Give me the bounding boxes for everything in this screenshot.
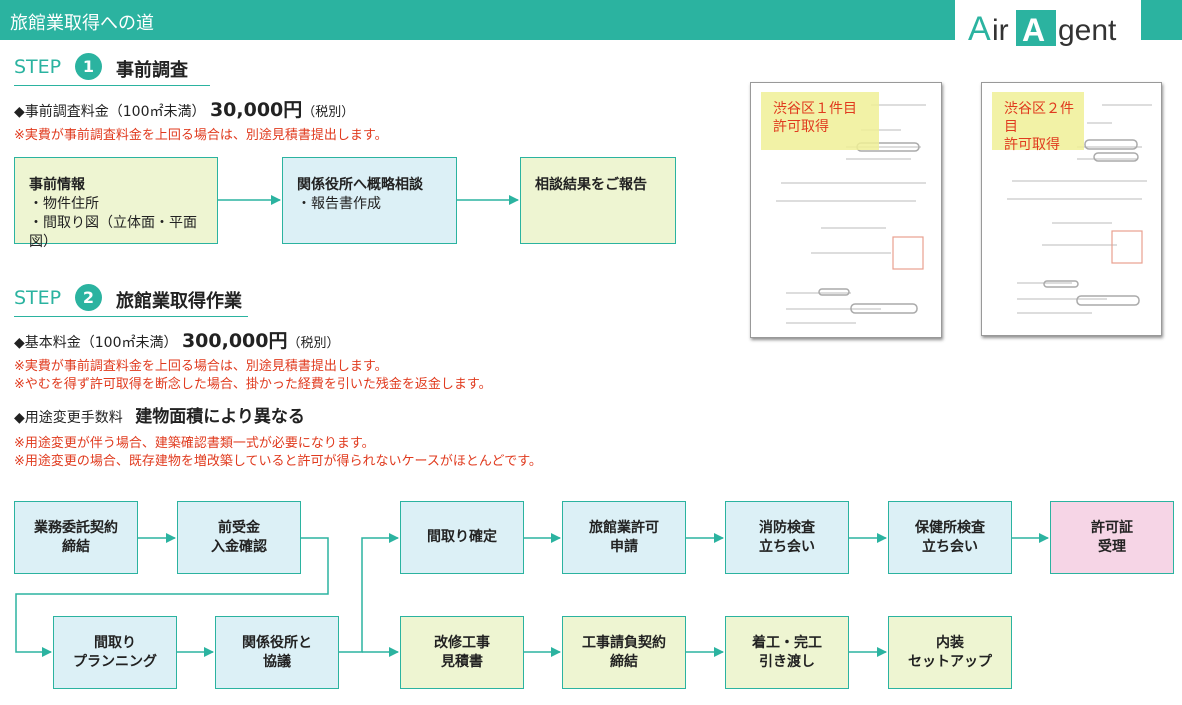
header-bar xyxy=(0,0,955,40)
step1-box-consult: 関係役所へ概略相談 ・報告書作成 xyxy=(282,157,457,244)
step2-change-prefix: ◆用途変更手数料 xyxy=(14,410,123,426)
step1-fee-amount: 30,000円 xyxy=(209,99,303,121)
flow-box-permit-application: 旅館業許可 申請 xyxy=(562,501,686,574)
step1-box-info-title: 事前情報 xyxy=(29,177,85,193)
flow-box-construction-contract: 工事請負契約 締結 xyxy=(562,616,686,689)
svg-text:A: A xyxy=(1022,12,1045,48)
flow-box-office-consultation: 関係役所と 協議 xyxy=(215,616,339,689)
step1-note: ※実費が事前調査料金を上回る場合は、別途見積書提出します。 xyxy=(14,128,388,143)
step2-fee-prefix: ◆基本料金（100㎡未満） xyxy=(14,335,178,351)
page-title: 旅館業取得への道 xyxy=(10,13,154,34)
permit-document-2-lines xyxy=(1007,104,1152,314)
step1-title: 事前調査 xyxy=(116,60,188,81)
step2-note3: ※用途変更が伴う場合、建築確認書類一式が必要になります。 xyxy=(14,436,375,451)
flow-box-floorplan-confirm: 間取り確定 xyxy=(400,501,524,574)
step2-title: 旅館業取得作業 xyxy=(116,291,242,312)
step1-box-info-lines: ・物件住所 ・間取り図（立体面・平面図） xyxy=(29,196,197,250)
step1-fee: ◆事前調査料金（100㎡未満） 30,000円（税別） xyxy=(14,95,354,122)
step1-box-report-title: 相談結果をご報告 xyxy=(535,177,647,193)
step2-number: 2 xyxy=(75,284,102,311)
flow-box-fire-inspection: 消防検査 立ち会い xyxy=(725,501,849,574)
step2-change-value: 建物面積により異なる xyxy=(135,407,305,427)
step1-label: STEP xyxy=(14,56,62,78)
svg-text:gent: gent xyxy=(1058,14,1117,47)
step1-box-consult-title: 関係役所へ概略相談 xyxy=(297,177,423,193)
svg-text:ir: ir xyxy=(992,14,1009,47)
flow-box-health-inspection: 保健所検査 立ち会い xyxy=(888,501,1012,574)
permit-document-1: 渋谷区１件目 許可取得 xyxy=(750,82,942,338)
step2-label: STEP xyxy=(14,287,62,309)
step1-number: 1 xyxy=(75,53,102,80)
flow-box-permit-received: 許可証 受理 xyxy=(1050,501,1174,574)
flow-box-deposit: 前受金 入金確認 xyxy=(177,501,301,574)
flow-box-renovation-estimate: 改修工事 見積書 xyxy=(400,616,524,689)
permit-document-1-label: 渋谷区１件目 許可取得 xyxy=(761,92,879,150)
step1-box-report: 相談結果をご報告 xyxy=(520,157,676,244)
permit-document-1-lines xyxy=(776,104,926,324)
step1-fee-prefix: ◆事前調査料金（100㎡未満） xyxy=(14,104,206,120)
air-agent-logo: A ir A gent xyxy=(968,10,1117,48)
step2-fee: ◆基本料金（100㎡未満） 300,000円（税別） xyxy=(14,326,340,353)
permit-document-2-label: 渋谷区２件目 許可取得 xyxy=(992,92,1084,153)
step2-underline xyxy=(14,316,248,317)
header-bar-right xyxy=(1141,0,1182,40)
step2-note1: ※実費が事前調査料金を上回る場合は、別途見積書提出します。 xyxy=(14,359,388,374)
flow-box-construction-handover: 着工・完工 引き渡し xyxy=(725,616,849,689)
svg-text:A: A xyxy=(968,10,991,48)
flow-box-interior-setup: 内装 セットアップ xyxy=(888,616,1012,689)
step2-change-fee: ◆用途変更手数料 建物面積により異なる xyxy=(14,402,305,427)
step1-box-consult-lines: ・報告書作成 xyxy=(297,196,381,212)
step1-box-info: 事前情報 ・物件住所 ・間取り図（立体面・平面図） xyxy=(14,157,218,250)
step2-note4: ※用途変更の場合、既存建物を増改築していると許可が得られないケースがほとんどです… xyxy=(14,454,542,469)
step2-fee-amount: 300,000円 xyxy=(181,330,288,352)
step2-fee-suffix: （税別） xyxy=(287,336,340,351)
flow-box-contract: 業務委託契約 締結 xyxy=(14,501,138,574)
step2-note2: ※やむを得ず許可取得を断念した場合、掛かった経費を引いた残金を返金します。 xyxy=(14,377,492,392)
flow-box-planning: 間取り プランニング xyxy=(53,616,177,689)
permit-document-2: 渋谷区２件目 許可取得 xyxy=(981,82,1162,336)
step1-fee-suffix: （税別） xyxy=(302,105,355,120)
step1-underline xyxy=(14,85,210,86)
